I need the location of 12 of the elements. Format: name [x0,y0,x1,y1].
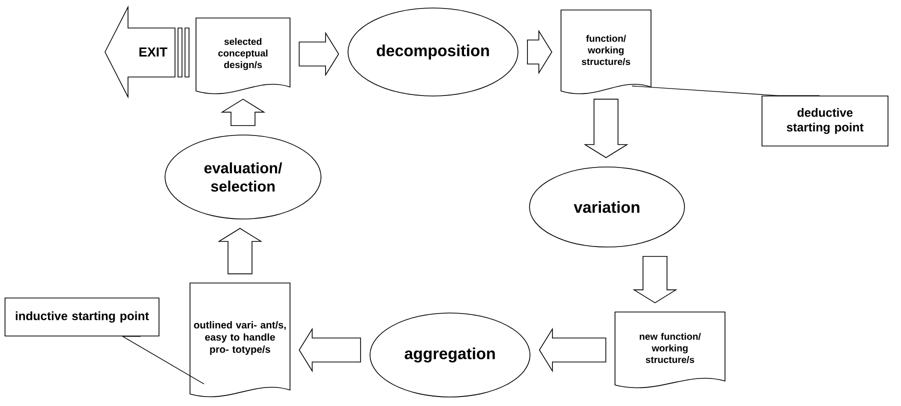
block-arrow [584,98,628,158]
leader-line [632,86,820,96]
callout-box: deductive starting point [762,96,888,146]
block-arrow [218,228,262,274]
block-arrow [220,98,266,126]
leader-line [121,336,204,384]
block-arrow [632,256,678,304]
block-arrow [298,328,361,372]
block-arrow [298,32,340,76]
callout-box: inductive starting point [4,298,160,336]
block-arrow [538,328,606,372]
block-arrow [527,30,552,74]
